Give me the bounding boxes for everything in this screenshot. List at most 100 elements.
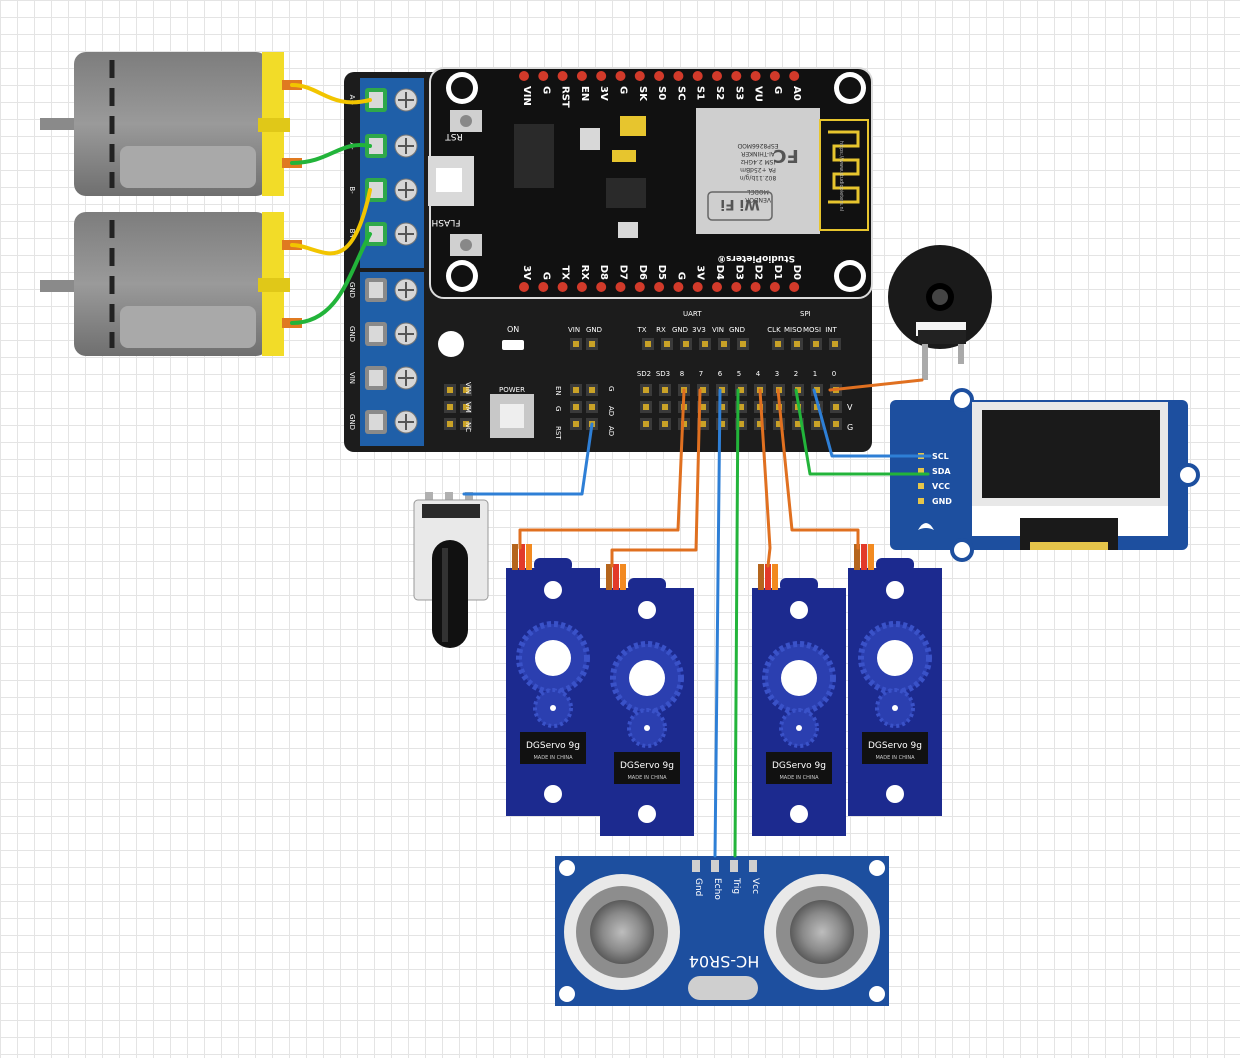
- chip-text: ISM 2.4GHz: [741, 158, 776, 165]
- chip-text: ESP8266MOD: [737, 142, 778, 149]
- header-pin: [789, 282, 800, 292]
- terminal-label: A+: [348, 95, 356, 106]
- wire-buzzer: [828, 378, 924, 392]
- wire-servo-2: [610, 388, 702, 568]
- header-pin: [750, 71, 761, 81]
- wire-sonar-echo: [713, 388, 722, 858]
- header-pin: [769, 71, 780, 81]
- oled-pin-label: SDA: [932, 467, 951, 476]
- chip-text: AI-THINKER: [741, 150, 775, 157]
- terminal-label: GND: [348, 282, 356, 298]
- spi-pin-label: MOSI: [803, 326, 821, 334]
- header-pin: [519, 282, 529, 292]
- header-pin: [740, 341, 746, 347]
- pin-label: S2: [714, 86, 725, 100]
- spi-label: SPI: [800, 310, 811, 318]
- pin-label: D3: [733, 265, 744, 280]
- vin-vm-nc-label: VIN: [464, 382, 472, 394]
- gpio-label: 3: [775, 370, 779, 378]
- header-pin: [654, 71, 665, 81]
- en-label: G: [554, 406, 562, 411]
- servo-label: DGServo 9g: [772, 761, 826, 771]
- header-pin: [795, 387, 801, 393]
- pin-label: D6: [637, 265, 648, 280]
- sonar-pin-label: Vcc: [750, 878, 760, 894]
- dc-motor-1: [40, 52, 302, 196]
- vin-vm-nc-label: VM: [464, 402, 472, 413]
- gpio-label: 8: [680, 370, 684, 378]
- uart-pin-label: TX: [636, 326, 646, 334]
- sonar-pin-label: Echo: [712, 878, 722, 900]
- pin-label: G: [772, 86, 783, 94]
- header-pin: [719, 404, 725, 410]
- header-pin: [721, 341, 727, 347]
- uart-pin-label: GND: [672, 326, 688, 334]
- sonar-pin: [711, 860, 719, 872]
- header-pin: [538, 71, 549, 81]
- pin-label: D1: [772, 265, 783, 280]
- header-pin: [789, 71, 800, 81]
- pin-label: G: [675, 272, 686, 280]
- header-pin: [643, 421, 649, 427]
- header-pin: [833, 404, 839, 410]
- header-pin: [645, 341, 651, 347]
- header-pin: [814, 404, 820, 410]
- header-pin: [719, 387, 725, 393]
- header-pin: [832, 341, 838, 347]
- terminal-label: GND: [348, 414, 356, 430]
- servo-sublabel: MADE IN CHINA: [533, 755, 573, 761]
- header-pin: [712, 71, 722, 81]
- pin-label: SC: [675, 86, 686, 101]
- uart-pin-label: 3V3: [692, 326, 706, 334]
- header-pin: [573, 404, 579, 410]
- pin-label: D7: [618, 265, 629, 280]
- header-pin: [615, 282, 626, 292]
- pin-label: VIN: [521, 86, 532, 106]
- header-pin: [757, 421, 763, 427]
- wire-pot: [462, 422, 594, 496]
- header-pin: [795, 421, 801, 427]
- gpio-label: SD2: [637, 370, 651, 378]
- uart-pin-label: GND: [729, 326, 745, 334]
- header-pin: [573, 421, 579, 427]
- header-pin: [731, 282, 742, 292]
- side-g-label: G: [847, 423, 853, 432]
- pin-label: TX: [560, 265, 571, 280]
- sonar-pin-label: Gnd: [693, 878, 703, 896]
- pin-label: A0: [791, 86, 802, 101]
- wire-motor1-b: [290, 143, 372, 165]
- vendor-text: VENDOR: [745, 196, 771, 203]
- header-pin: [662, 404, 668, 410]
- header-pin: [634, 282, 645, 292]
- header-pin: [589, 404, 595, 410]
- pin-label: VU: [753, 86, 764, 102]
- header-pin: [576, 282, 587, 292]
- ad-label: AD: [607, 406, 615, 416]
- nodemcu-board: RSTFLASHStudioPieters®ESP8266MODAI-THINK…: [428, 67, 873, 299]
- flash-label: FLASH: [431, 217, 460, 227]
- header-pin: [596, 71, 607, 81]
- wire-sonar-trig: [733, 388, 740, 858]
- uart-pin-label: RX: [656, 326, 666, 334]
- header-pin: [538, 282, 549, 292]
- brand-label: StudioPieters®: [717, 253, 795, 263]
- gpio-label: 7: [699, 370, 703, 378]
- pin-label: RX: [579, 265, 590, 281]
- wire-motor2-a: [290, 188, 372, 256]
- pin-label: S0: [656, 86, 667, 100]
- wire-motor2-b: [290, 232, 372, 325]
- terminal-label: B-: [348, 186, 356, 194]
- pin-label: D5: [656, 265, 667, 280]
- header-pin: [447, 421, 453, 427]
- header-pin: [813, 341, 819, 347]
- wires: [290, 83, 932, 858]
- gpio-label: 5: [737, 370, 741, 378]
- header-pin: [692, 282, 703, 292]
- header-pin: [596, 282, 607, 292]
